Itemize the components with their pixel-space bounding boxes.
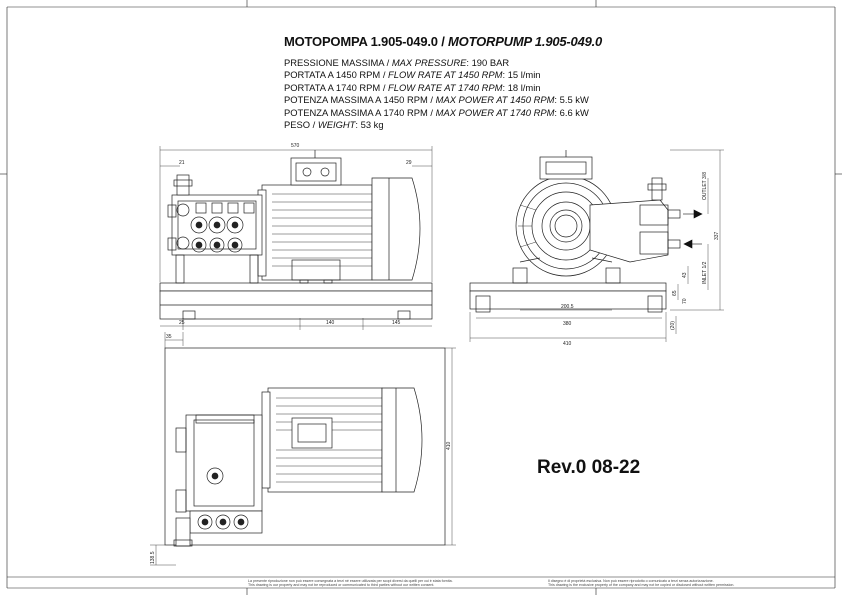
flow-arrows [683,209,703,249]
spec-row: PRESSIONE MASSIMA / MAX PRESSURE: 190 BA… [284,57,510,68]
title-separator: / [437,34,449,49]
side-view [469,150,681,313]
footer-note-right: Il disegno è di proprietà esclusiva. Non… [548,579,735,588]
dim-top-left: 35 [166,334,172,340]
spec-row: PORTATA A 1450 RPM / FLOW RATE AT 1450 R… [284,69,541,81]
spec-row: PORTATA A 1740 RPM / FLOW RATE AT 1740 R… [284,81,541,93]
dim-top-bottom-left: 138.5 [150,551,156,564]
spec-row: POTENZA MASSIMA A 1740 RPM / MAX POWER A… [284,106,589,118]
dim-side-width-mid: 200.5 [561,304,574,310]
footer-note-left: La presente riproduzione non può essere … [248,579,453,588]
page-title: MOTOPOMPA 1.905-049.0 / MOTORPUMP 1.905-… [284,34,602,49]
dim-front-right-offset: 29 [406,160,412,166]
dim-top-depth: 410 [446,441,452,450]
dim-side-h3: 70 [682,298,688,304]
top-view [164,347,446,547]
spec-row: POTENZA MASSIMA A 1450 RPM / MAX POWER A… [284,94,589,106]
dim-side-h1: 43 [682,272,688,278]
dim-side-h2: 65 [672,290,678,296]
dim-front-base-left: 25 [179,320,185,326]
front-dimensions [159,146,433,330]
dim-side-height: 337 [714,231,720,240]
revision-label: Rev.0 08-22 [537,457,641,478]
side-dimensions [469,149,724,342]
dim-side-width-total: 410 [563,341,572,347]
dim-side-width-base: 380 [563,321,572,327]
dim-front-base-mid: 140 [326,320,335,326]
dim-front-left-offset: 21 [179,160,185,166]
label-outlet: OUTLET 3/8 [702,172,708,200]
dim-front-base-right: 145 [392,320,401,326]
label-inlet: INLET 1/2 [702,261,708,284]
title-italian: MOTOPOMPA 1.905-049.0 [284,34,438,49]
front-view [159,150,433,320]
specs-list: PRESSIONE MASSIMA / MAX PRESSURE: 190 BA… [284,57,589,131]
spec-row: PESO / WEIGHT: 53 kg [284,119,384,131]
title-english: MOTORPUMP 1.905-049.0 [448,34,603,49]
top-dimensions [150,332,456,566]
dim-side-h4: (20) [670,321,676,330]
dim-front-overall: 570 [291,143,300,149]
